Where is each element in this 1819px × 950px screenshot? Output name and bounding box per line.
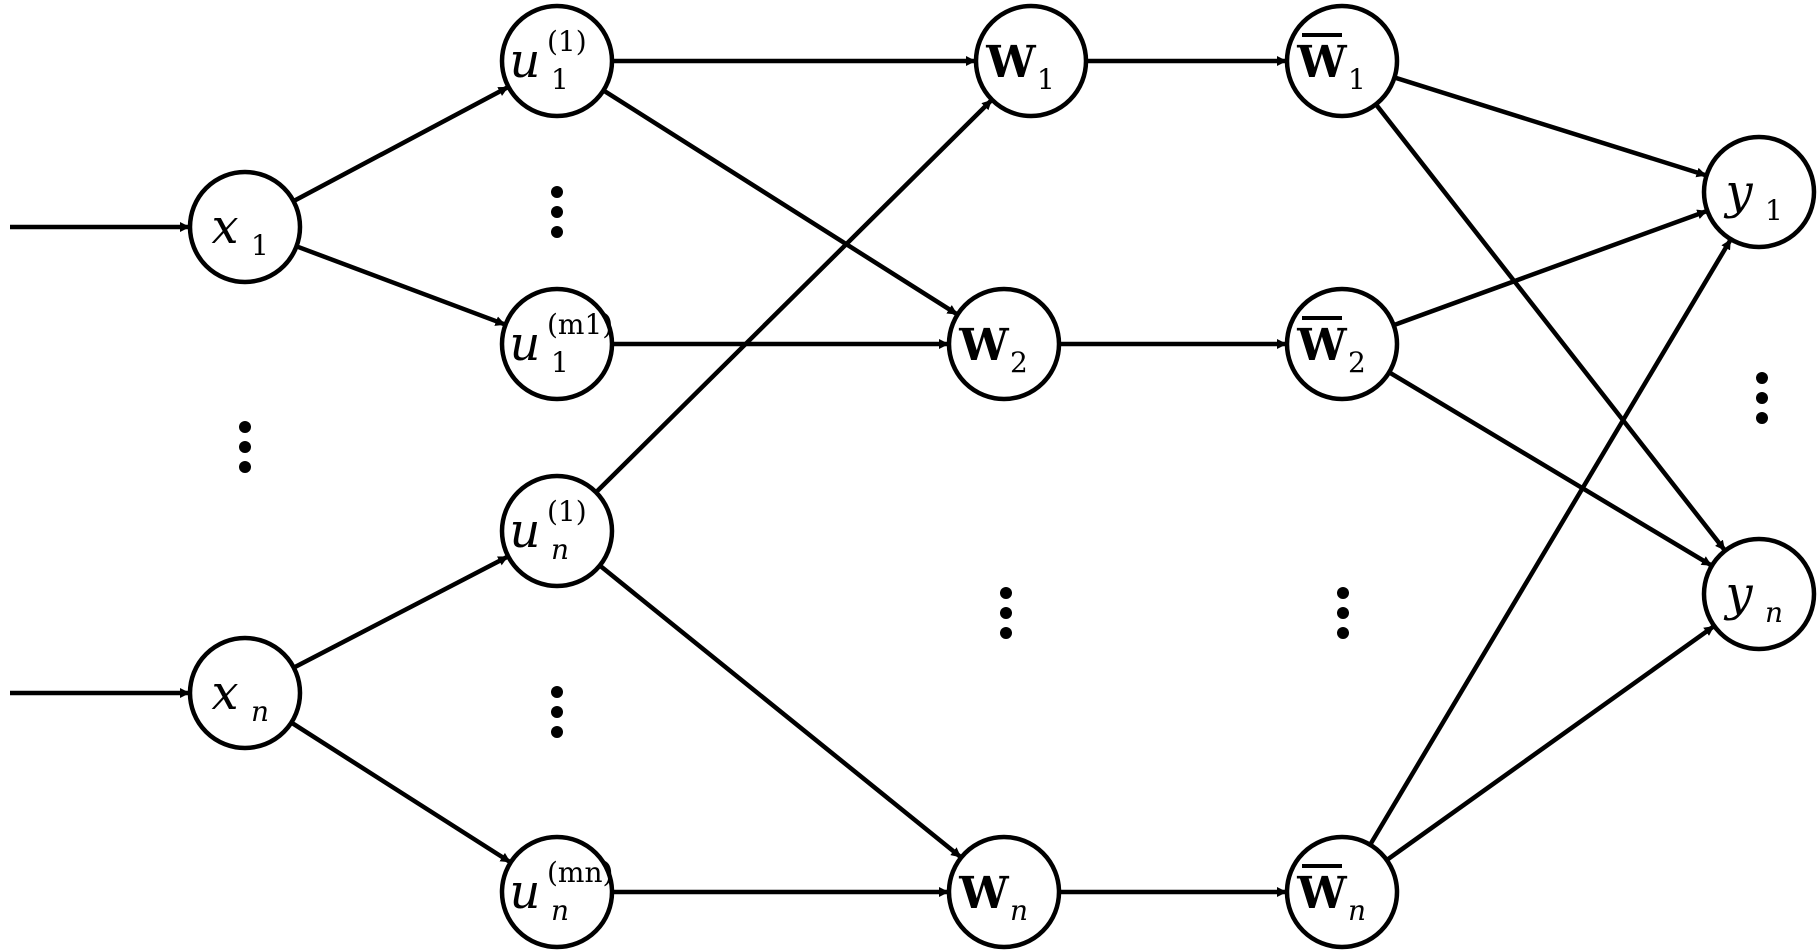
edge-xn-to-un1 xyxy=(292,554,510,670)
edge-Wb1-to-y1 xyxy=(1393,75,1708,178)
ellipsis-dot xyxy=(1000,587,1012,599)
ellipsis-dot xyxy=(551,726,563,738)
node-circle xyxy=(187,635,303,751)
node-label: W xyxy=(958,868,1009,919)
node-subscript: n xyxy=(251,695,269,728)
edge-x1-to-u11 xyxy=(292,84,510,204)
vertical-ellipsis-wbar-column xyxy=(1337,587,1349,639)
node-subscript: 1 xyxy=(551,346,569,379)
node-superscript: (m1) xyxy=(547,308,613,341)
node-superscript: (1) xyxy=(547,25,587,58)
ellipsis-dot xyxy=(1000,607,1012,619)
ellipsis-dot xyxy=(551,686,563,698)
node-subscript: n xyxy=(1765,596,1783,629)
ellipsis-dot xyxy=(1000,627,1012,639)
node-label: u xyxy=(510,33,541,89)
node-label: W xyxy=(1296,868,1347,919)
node-circle xyxy=(499,3,615,119)
node-subscript: 1 xyxy=(1765,194,1783,227)
edge-Wb2-to-yn xyxy=(1388,370,1713,568)
edge-x1-to-u1m xyxy=(295,244,507,327)
node-circle xyxy=(973,3,1089,119)
node-superscript: (1) xyxy=(547,495,587,528)
node-subscript: 2 xyxy=(1010,346,1028,379)
edge-un1-to-W1 xyxy=(594,98,994,494)
node-label: u xyxy=(510,864,541,920)
node-subscript: n xyxy=(551,533,569,566)
vertical-ellipsis-u-column-bottom xyxy=(551,686,563,738)
node-subscript: n xyxy=(551,894,569,927)
node-subscript: 1 xyxy=(551,63,569,96)
vertical-ellipsis-w-column xyxy=(1000,587,1012,639)
ellipsis-dot xyxy=(1337,627,1349,639)
node-subscript: 1 xyxy=(1348,63,1366,96)
node-label: W xyxy=(1296,37,1347,88)
ellipsis-layer xyxy=(239,186,1768,738)
ellipsis-dot xyxy=(239,441,251,453)
node-superscript: (mn) xyxy=(547,856,613,889)
edge-Wbn-to-yn xyxy=(1385,624,1716,862)
edge-xn-to-unm xyxy=(290,720,512,865)
node-subscript: 1 xyxy=(1037,63,1055,96)
ellipsis-dot xyxy=(551,706,563,718)
ellipsis-dot xyxy=(1337,607,1349,619)
node-circle xyxy=(946,286,1062,402)
node-circle xyxy=(1701,134,1817,250)
ellipsis-dot xyxy=(1756,412,1768,424)
node-circle xyxy=(499,286,615,402)
vertical-ellipsis-y-column xyxy=(1756,372,1768,424)
edge-Wb1-to-yn xyxy=(1374,102,1727,553)
edge-Wb2-to-y1 xyxy=(1392,208,1709,328)
edges-layer xyxy=(10,56,1733,897)
node-label: W xyxy=(985,37,1036,88)
vertical-ellipsis-u-column-top xyxy=(551,186,563,238)
node-circle xyxy=(1701,536,1817,652)
ellipsis-dot xyxy=(239,421,251,433)
ellipsis-dot xyxy=(551,206,563,218)
node-label: y xyxy=(1723,566,1753,622)
edge-un1-to-Wn xyxy=(598,563,963,860)
node-label: x xyxy=(211,199,238,255)
ellipsis-dot xyxy=(239,461,251,473)
node-label: x xyxy=(211,665,238,721)
node-circle xyxy=(946,834,1062,950)
node-circle xyxy=(187,169,303,285)
node-label: W xyxy=(958,320,1009,371)
node-label: u xyxy=(510,503,541,559)
node-label: u xyxy=(510,316,541,372)
edge-u11-to-W2 xyxy=(602,88,959,317)
vertical-ellipsis-x-column xyxy=(239,421,251,473)
ellipsis-dot xyxy=(551,186,563,198)
ellipsis-dot xyxy=(551,226,563,238)
ellipsis-dot xyxy=(1756,372,1768,384)
node-subscript: 1 xyxy=(251,229,269,262)
edge-Wbn-to-y1 xyxy=(1368,238,1733,846)
ellipsis-dot xyxy=(1756,392,1768,404)
node-subscript: n xyxy=(1010,894,1028,927)
node-subscript: 2 xyxy=(1348,346,1366,379)
node-circle xyxy=(499,834,615,950)
ellipsis-dot xyxy=(1337,587,1349,599)
node-label: y xyxy=(1723,164,1753,220)
node-circle xyxy=(499,473,615,589)
node-subscript: n xyxy=(1348,894,1366,927)
node-label: W xyxy=(1296,320,1347,371)
